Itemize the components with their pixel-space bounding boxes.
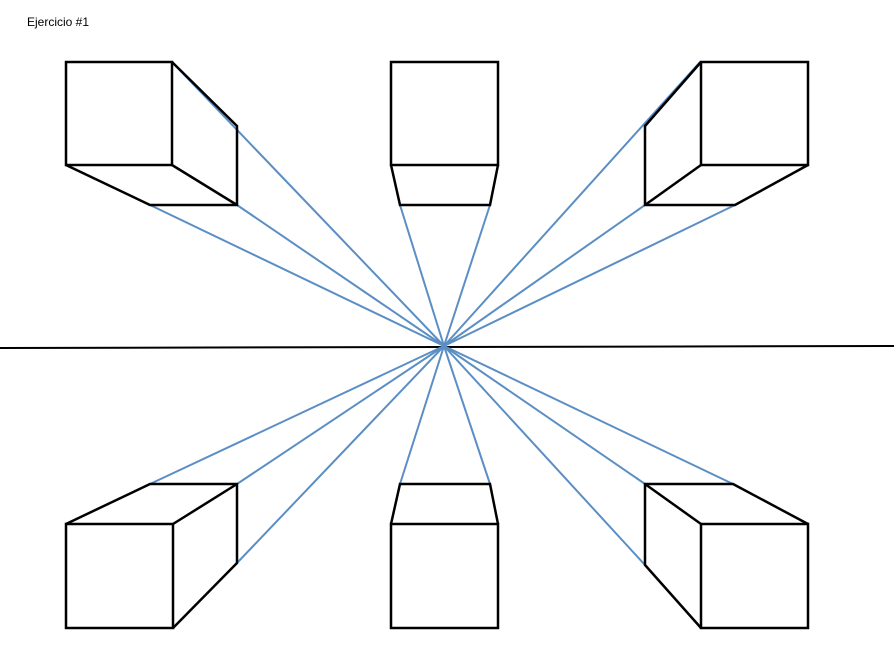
perspective-line: [443, 204, 736, 347]
box-depth-edge: [644, 163, 702, 207]
box-depth-edges: [389, 482, 500, 525]
perspective-line: [443, 204, 491, 347]
box-depth-edges: [65, 482, 239, 629]
box-front-face: [699, 60, 810, 167]
box-front-face: [699, 522, 810, 630]
box-top-right: [643, 60, 810, 207]
vanishing-point: [442, 344, 446, 348]
perspective-line: [443, 345, 646, 485]
box-depth-edge: [172, 482, 238, 526]
box-top-middle: [389, 60, 500, 207]
box-front-face: [64, 60, 174, 167]
box-depth-edge: [171, 163, 238, 207]
box-depth-edges: [643, 61, 809, 207]
box-front-face: [389, 522, 500, 630]
perspective-line: [399, 204, 445, 347]
perspective-line: [171, 61, 445, 347]
box-front-face: [64, 522, 175, 630]
perspective-line: [399, 345, 445, 485]
perspective-line: [443, 345, 491, 485]
box-depth-edges: [643, 482, 809, 629]
box-depth-edge: [644, 482, 702, 526]
perspective-line: [443, 204, 646, 347]
box-bottom-right: [643, 482, 810, 630]
box-depth-edges: [389, 164, 500, 207]
exercise-title: Ejercicio #1: [27, 15, 90, 29]
box-bottom-left: [64, 482, 239, 630]
box-depth-edges: [65, 61, 239, 207]
perspective-line: [236, 345, 445, 485]
perspective-line: [149, 345, 445, 485]
perspective-line: [443, 345, 734, 485]
perspective-line: [236, 345, 445, 564]
perspective-line: [443, 61, 701, 347]
box-front-face: [389, 60, 500, 167]
box-bottom-middle: [389, 482, 500, 630]
perspective-line: [149, 204, 445, 347]
perspective-lines: [149, 61, 736, 566]
perspective-line: [236, 204, 445, 347]
perspective-line: [443, 345, 646, 566]
box-top-left: [64, 60, 239, 207]
boxes: [64, 60, 810, 630]
